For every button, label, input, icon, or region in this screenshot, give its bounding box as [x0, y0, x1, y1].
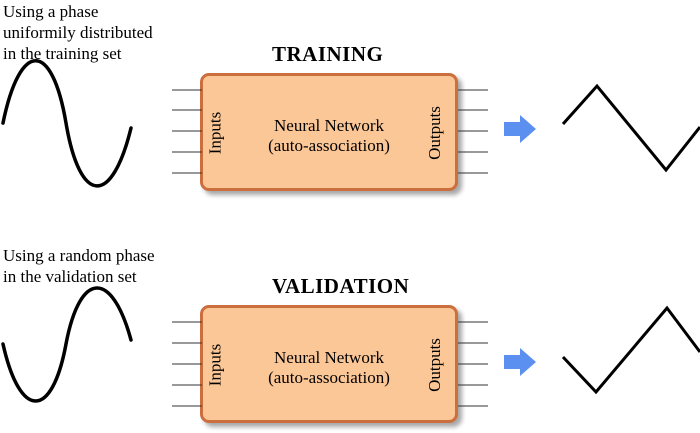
training-triangle-wave — [561, 83, 700, 173]
validation-input-lines — [172, 321, 202, 407]
training-output-lines — [458, 89, 488, 174]
training-arrow-icon — [504, 115, 536, 143]
validation-triangle-wave — [561, 305, 700, 395]
training-caption: Using a phase uniformily distributed in … — [3, 2, 153, 63]
training-sine-wave — [1, 59, 133, 188]
validation-output-lines — [458, 321, 488, 407]
validation-arrow-icon — [504, 348, 536, 376]
training-neural-network-box: Neural Network (auto-association) Inputs… — [200, 73, 458, 191]
training-title: TRAINING — [272, 42, 384, 66]
training-input-lines — [172, 89, 202, 174]
validation-sine-wave — [1, 286, 133, 403]
validation-neural-network-box: Neural Network (auto-association) Inputs… — [200, 305, 458, 423]
training-box-label: Neural Network (auto-association) — [268, 116, 390, 155]
validation-box-label: Neural Network (auto-association) — [268, 348, 390, 387]
validation-title: VALIDATION — [272, 274, 410, 298]
validation-caption: Using a random phase in the validation s… — [3, 246, 155, 286]
